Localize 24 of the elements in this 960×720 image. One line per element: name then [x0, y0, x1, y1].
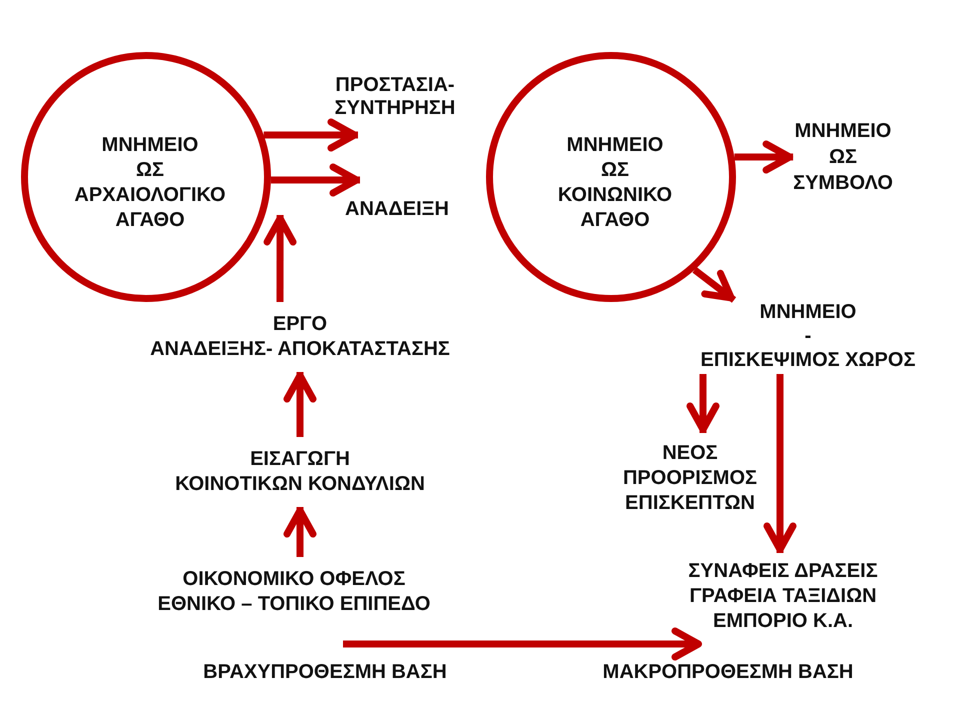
axis-label: ΒΡΑΧΥΠΡΟΘΕΣΜΗ ΒΑΣΗ — [203, 660, 447, 685]
arrow — [764, 374, 796, 553]
circle-node — [486, 52, 736, 302]
circle-node — [21, 52, 271, 302]
arrow — [284, 507, 316, 557]
arrow — [264, 118, 358, 152]
arrow — [264, 215, 297, 302]
node-label: ΑΝΑΔΕΙΞΗ — [345, 197, 449, 222]
node-label: ΜΝΗΜΕΙΟ - ΕΠΙΣΚΕΨΙΜΟΣ ΧΩΡΟΣ — [700, 300, 916, 372]
node-label: ΣΥΝΑΦΕΙΣ ΔΡΑΣΕΙΣ ΓΡΑΦΕΙΑ ΤΑΞΙΔΙΩΝ ΕΜΠΟΡΙΟ Κ.Α. — [688, 559, 878, 634]
arrow — [284, 372, 316, 437]
node-label: ΝΕΟΣ ΠΡΟΟΡΙΣΜΟΣ ΕΠΙΣΚΕΠΤΩΝ — [623, 441, 757, 516]
node-label: ΜΝΗΜΕΙΟ ΩΣ ΣΥΜΒΟΛΟ — [793, 118, 893, 196]
arrow — [271, 164, 360, 196]
node-label: ΟΙΚΟΝΟΜΙΚΟ ΟΦΕΛΟΣ ΕΘΝΙΚΟ – ΤΟΠΙΚΟ ΕΠΙΠΕΔΟ — [158, 567, 430, 617]
node-label: ΜΝΗΜΕΙΟ ΩΣ ΚΟΙΝΩΝΙΚΟ ΑΓΑΘΟ — [558, 133, 672, 233]
axis-label: ΜΑΚΡΟΠΡΟΘΕΣΜΗ ΒΑΣΗ — [602, 660, 854, 685]
arrow — [734, 140, 794, 174]
node-label: ΕΙΣΑΓΩΓΗ ΚΟΙΝΟΤΙΚΩΝ ΚΟΝΔΥΛΙΩΝ — [175, 447, 425, 497]
node-label: ΠΡΟΣΤΑΣΙΑ- ΣΥΝΤΗΡΗΣΗ — [334, 74, 456, 120]
arrow — [686, 374, 720, 433]
node-label: ΜΝΗΜΕΙΟ ΩΣ ΑΡΧΑΙΟΛΟΓΙΚΟ ΑΓΑΘΟ — [74, 133, 226, 233]
node-label: ΕΡΓΟ ΑΝΑΔΕΙΞΗΣ- ΑΠΟΚΑΤΑΣΤΑΣΗΣ — [150, 312, 450, 362]
arrow — [692, 267, 736, 303]
